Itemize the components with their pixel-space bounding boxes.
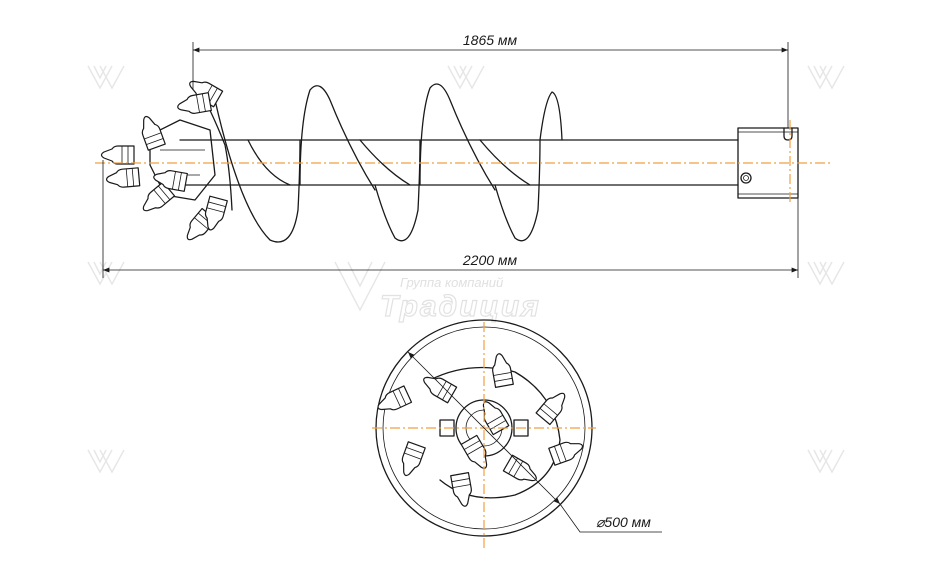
dimension-working-length: 1865 мм [192, 32, 789, 128]
auger-shaft [179, 139, 739, 186]
diameter-label: ⌀500 мм [596, 514, 651, 530]
coupling-slot [783, 127, 793, 141]
auger-side-view [95, 74, 830, 246]
watermark-brand-name: Традиция [380, 290, 541, 323]
coupling-pin-hole [740, 172, 752, 184]
cutting-head [100, 74, 233, 246]
dimension-total-length: 2200 мм [102, 160, 799, 278]
dimension-diameter: ⌀500 мм [407, 351, 662, 533]
watermark-company-label: Группа компаний [400, 275, 503, 290]
helical-flights [214, 83, 563, 243]
auger-end-view [372, 319, 596, 548]
total-length-label: 2200 мм [462, 252, 518, 268]
working-length-label: 1865 мм [463, 32, 518, 48]
